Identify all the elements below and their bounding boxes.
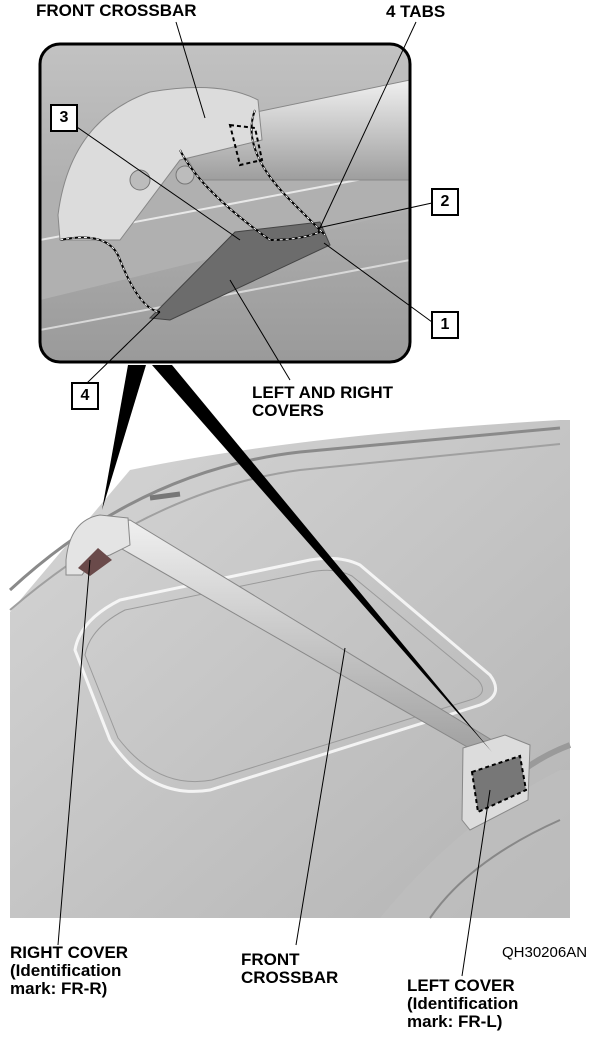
figure-code: QH30206AN [502,944,588,961]
zoom-lines [102,365,492,752]
front-crossbar-illustration [65,514,531,831]
callout-3: 3 [50,104,78,132]
right-cover-label: RIGHT COVER (Identification mark: FR-R) [10,943,129,998]
callout-1: 1 [431,311,459,339]
callout-4: 4 [71,382,99,410]
sunroof-outline [73,556,498,793]
detail-inset [38,42,412,364]
roof-illustration [8,420,572,919]
left-and-right-covers-label: LEFT AND RIGHT COVERS [252,383,394,420]
callout-2: 2 [431,188,459,216]
cover-plate-detail [148,221,331,321]
crossbar-foot-detail [57,87,263,241]
leader-lines [57,21,491,977]
front-crossbar-top-label: FRONT CROSSBAR [36,1,197,20]
front-crossbar-bottom-label: FRONT CROSSBAR [241,950,339,987]
four-tabs-label: 4 TABS [386,2,446,21]
left-cover-label: LEFT COVER (Identification mark: FR-L) [407,976,519,1031]
